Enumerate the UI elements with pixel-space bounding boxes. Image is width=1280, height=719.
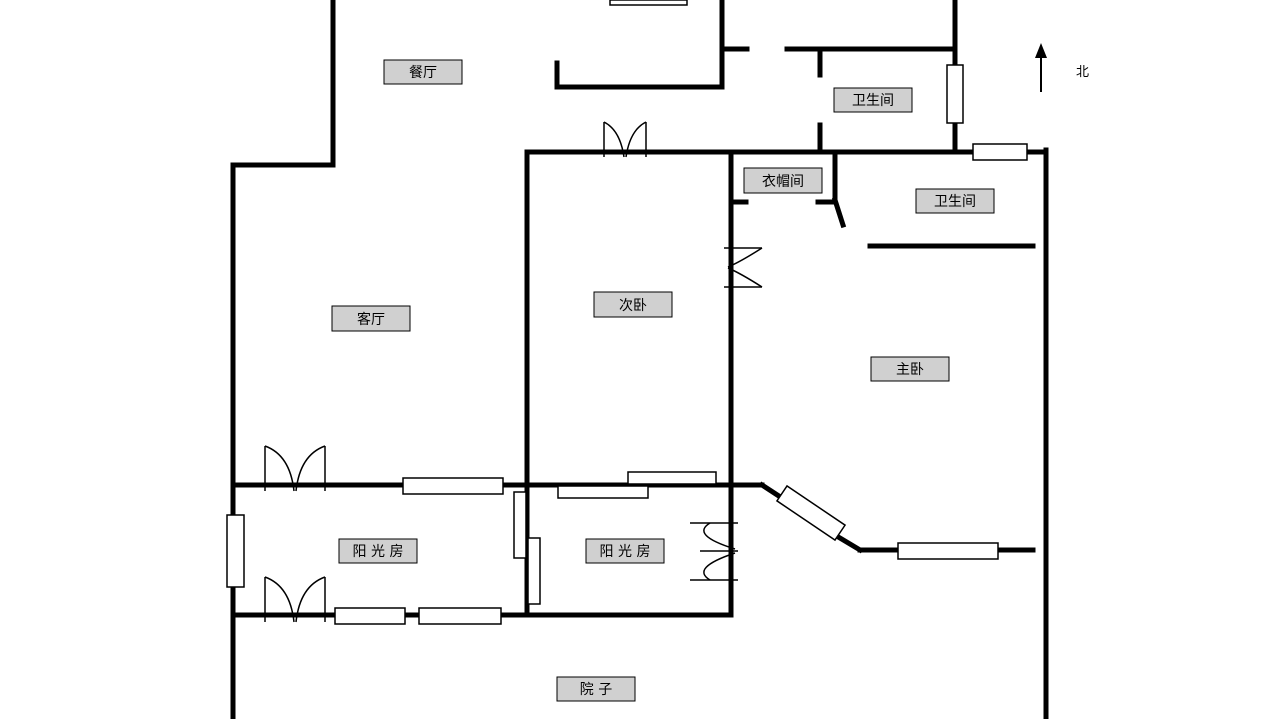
svg-text:次卧: 次卧 — [619, 298, 647, 314]
svg-text:阳 光 房: 阳 光 房 — [353, 544, 404, 560]
room-label-dining: 餐厅 — [383, 59, 463, 85]
door-master-bedroom-west — [724, 247, 763, 288]
svg-text:阳 光 房: 阳 光 房 — [600, 544, 651, 560]
room-label-bath-master: 卫生间 — [915, 188, 995, 214]
svg-text:卫生间: 卫生间 — [934, 194, 976, 210]
room-label-sunroom-mid: 阳 光 房 — [585, 538, 665, 564]
north-arrow-icon — [1035, 43, 1047, 92]
north-label: 北 — [1076, 65, 1089, 80]
door-sunroom-south — [264, 576, 326, 623]
room-label-bath-north: 卫生间 — [833, 87, 913, 113]
room-label-living: 客厅 — [331, 305, 411, 332]
svg-text:卫生间: 卫生间 — [852, 93, 894, 109]
room-label-master-bedroom: 主卧 — [870, 356, 950, 382]
door-living-south — [264, 445, 326, 492]
svg-text:衣帽间: 衣帽间 — [762, 174, 804, 190]
windows — [226, 0, 1028, 625]
svg-text:餐厅: 餐厅 — [409, 65, 437, 81]
door-sunroom-mid — [690, 522, 738, 581]
svg-text:主卧: 主卧 — [896, 362, 924, 378]
room-label-yard: 院 子 — [556, 676, 636, 702]
room-label-sunroom-west: 阳 光 房 — [338, 538, 418, 564]
room-label-cloakroom: 衣帽间 — [743, 167, 823, 194]
room-label-second-bedroom: 次卧 — [593, 291, 673, 318]
doors — [264, 121, 763, 623]
door-second-bedroom-north — [603, 121, 647, 158]
svg-text:客厅: 客厅 — [357, 311, 385, 328]
svg-text:院 子: 院 子 — [580, 682, 612, 698]
